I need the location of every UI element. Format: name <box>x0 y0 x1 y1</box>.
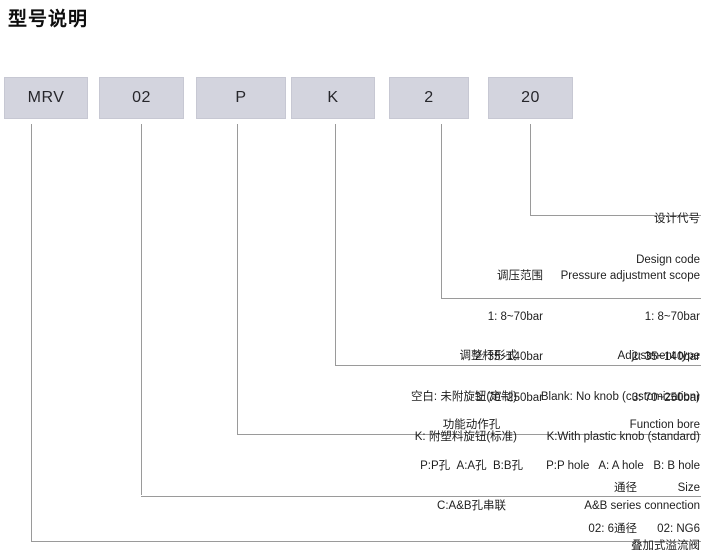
leader-vline-mrv <box>31 124 32 541</box>
function-bore-en-header: Function bore <box>629 419 700 431</box>
adjustment-zh-header: 调整杆形式 <box>459 350 518 362</box>
code-box-adjustment: K <box>291 77 375 119</box>
leader-vline-pressure <box>441 124 442 298</box>
code-box-design: 20 <box>488 77 573 119</box>
pressure-section-zh: 调压范围 1: 8~70bar 2: 35~140bar 3: 70~250ba… <box>475 243 543 432</box>
code-box-pressure: 2 <box>389 77 469 119</box>
design-code-section: 设计代号 Design code <box>636 186 700 294</box>
size-en-row: 02: NG6 <box>657 522 700 535</box>
size-zh-row: 02: 6通径 <box>588 522 637 535</box>
leader-hline-design <box>530 215 701 216</box>
leader-hline-adjustment <box>335 365 701 366</box>
function-bore-section-en: Function bore P:P hole A: A hole B: B ho… <box>546 392 700 541</box>
adjustment-en-row: K:With plastic knob (standard) <box>546 431 700 443</box>
pressure-zh-row: 2: 35~140bar <box>474 351 543 363</box>
function-bore-zh-row: P:P孔 A:A孔 B:B孔 <box>420 459 523 472</box>
page-title: 型号说明 <box>8 9 89 30</box>
adjustment-en-header: Adjustment type <box>617 350 700 362</box>
size-zh-header: 通径 <box>614 482 637 494</box>
pressure-en-row: 2: 35~140bar <box>631 351 700 363</box>
leader-hline-pressure <box>441 298 701 299</box>
function-bore-section-zh: 功能动作孔 P:P孔 A:A孔 B:B孔 C:A&B孔串联 <box>420 392 523 541</box>
adjustment-section-zh: 调整杆形式 空白: 未附旋钮(定制) K: 附塑料旋钮(标准) <box>411 323 517 472</box>
code-box-size: 02 <box>99 77 184 119</box>
adjustment-section-en: Adjustment type Blank: No knob (customiz… <box>541 323 700 472</box>
pressure-en-row: 3: 70~250bar <box>631 391 700 404</box>
adjustment-zh-row: 空白: 未附旋钮(定制) <box>410 390 517 403</box>
size-section-en: Size 02: NG6 03: NG10 <box>651 455 700 550</box>
leader-vline-function <box>237 124 238 434</box>
code-box-function: P <box>196 77 286 119</box>
pressure-zh-row: 3: 70~250bar <box>474 391 543 404</box>
leader-vline-size <box>141 124 142 495</box>
pressure-zh-header: 调压范围 <box>497 270 543 282</box>
design-code-en: Design code <box>636 253 700 266</box>
pressure-section-en: Pressure adjustment scope 1: 8~70bar 2: … <box>561 243 700 432</box>
code-box-mrv: MRV <box>4 77 88 119</box>
design-code-zh: 设计代号 <box>654 213 700 225</box>
function-bore-zh-header: 功能动作孔 <box>442 419 501 431</box>
pressure-zh-row: 1: 8~70bar <box>487 310 543 323</box>
adjustment-zh-row: K: 附塑料旋钮(标准) <box>414 431 517 443</box>
function-bore-en-row: P:P hole A: A hole B: B hole <box>546 459 700 472</box>
size-section-zh: 通径 02: 6通径 03: 10通径 <box>582 455 637 550</box>
adjustment-en-row: Blank: No knob (customization) <box>540 390 700 403</box>
product-name-section: 叠加式溢流阀 Modular relief valves <box>595 513 700 550</box>
product-name-zh: 叠加式溢流阀 <box>631 540 700 550</box>
leader-hline-product <box>31 541 701 542</box>
leader-hline-size <box>141 496 701 497</box>
function-bore-en-row: A&B series connection <box>584 500 700 512</box>
leader-vline-adjustment <box>335 124 336 365</box>
leader-hline-function <box>237 434 701 435</box>
size-en-header: Size <box>677 482 700 494</box>
pressure-en-header: Pressure adjustment scope <box>560 270 700 282</box>
leader-vline-design <box>530 124 531 215</box>
pressure-en-row: 1: 8~70bar <box>644 310 700 323</box>
function-bore-zh-row: C:A&B孔串联 <box>437 500 507 512</box>
